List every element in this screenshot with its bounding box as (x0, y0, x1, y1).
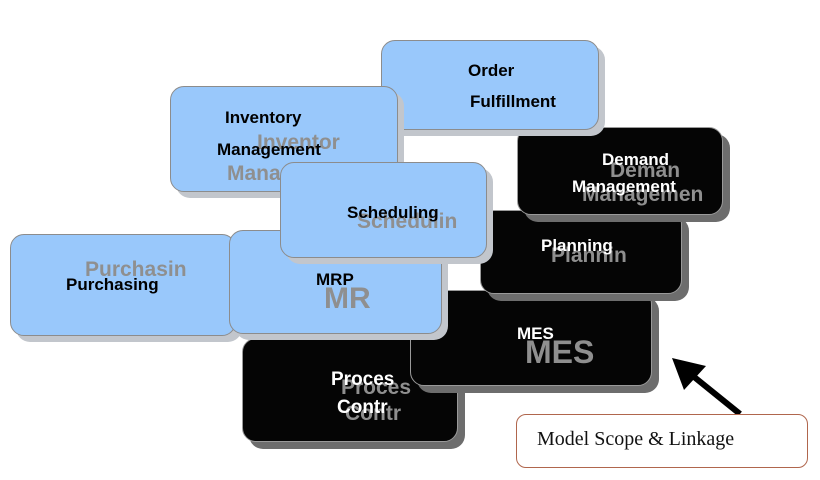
mes-label: MES (517, 324, 554, 343)
callout-arrow-icon (672, 358, 742, 417)
order-fulfillment-box: Order Fulfillment (381, 40, 599, 130)
process-control-ghost-line1: Proces (341, 376, 412, 399)
planning-label: Planning (541, 236, 613, 255)
demand-management-label-line2: Management (572, 177, 676, 196)
inventory-management-label-line1: Inventory (225, 108, 302, 127)
mrp-label: MRP (316, 270, 354, 289)
demand-management-box: Deman Managemen Demand Management (517, 127, 723, 215)
process-control-label-line1: Proces (331, 369, 395, 390)
process-control-label-line2: Contr (337, 397, 388, 418)
model-scope-callout: Model Scope & Linkage (516, 414, 808, 468)
inventory-management-label-line2: Management (217, 140, 321, 159)
inventory-management-ghost-line1: Inventor (257, 131, 340, 154)
purchasing-box: Purchasin Purchasing (10, 234, 236, 336)
demand-management-ghost-line1: Deman (610, 159, 681, 182)
process-control-ghost-line2: Contr (345, 402, 401, 425)
demand-management-label-line1: Demand (602, 150, 670, 169)
scheduling-label: Scheduling (347, 203, 439, 222)
demand-management-ghost-line2: Managemen (582, 183, 704, 206)
order-fulfillment-label-line1: Order (468, 61, 515, 80)
order-fulfillment-label-line2: Fulfillment (470, 92, 556, 111)
purchasing-ghost-label: Purchasin (85, 258, 187, 281)
mes-box: MES MES (410, 290, 652, 386)
planning-ghost-label: Plannin (551, 244, 627, 267)
purchasing-label: Purchasing (66, 275, 159, 294)
planning-box: Plannin Planning (480, 210, 682, 294)
callout-text: Model Scope & Linkage (537, 428, 735, 450)
mes-ghost-label: MES (525, 334, 595, 370)
scheduling-ghost-label: Schedulin (357, 210, 458, 233)
mrp-ghost-label: MR (324, 282, 371, 315)
scheduling-box: Schedulin Scheduling (280, 162, 487, 258)
